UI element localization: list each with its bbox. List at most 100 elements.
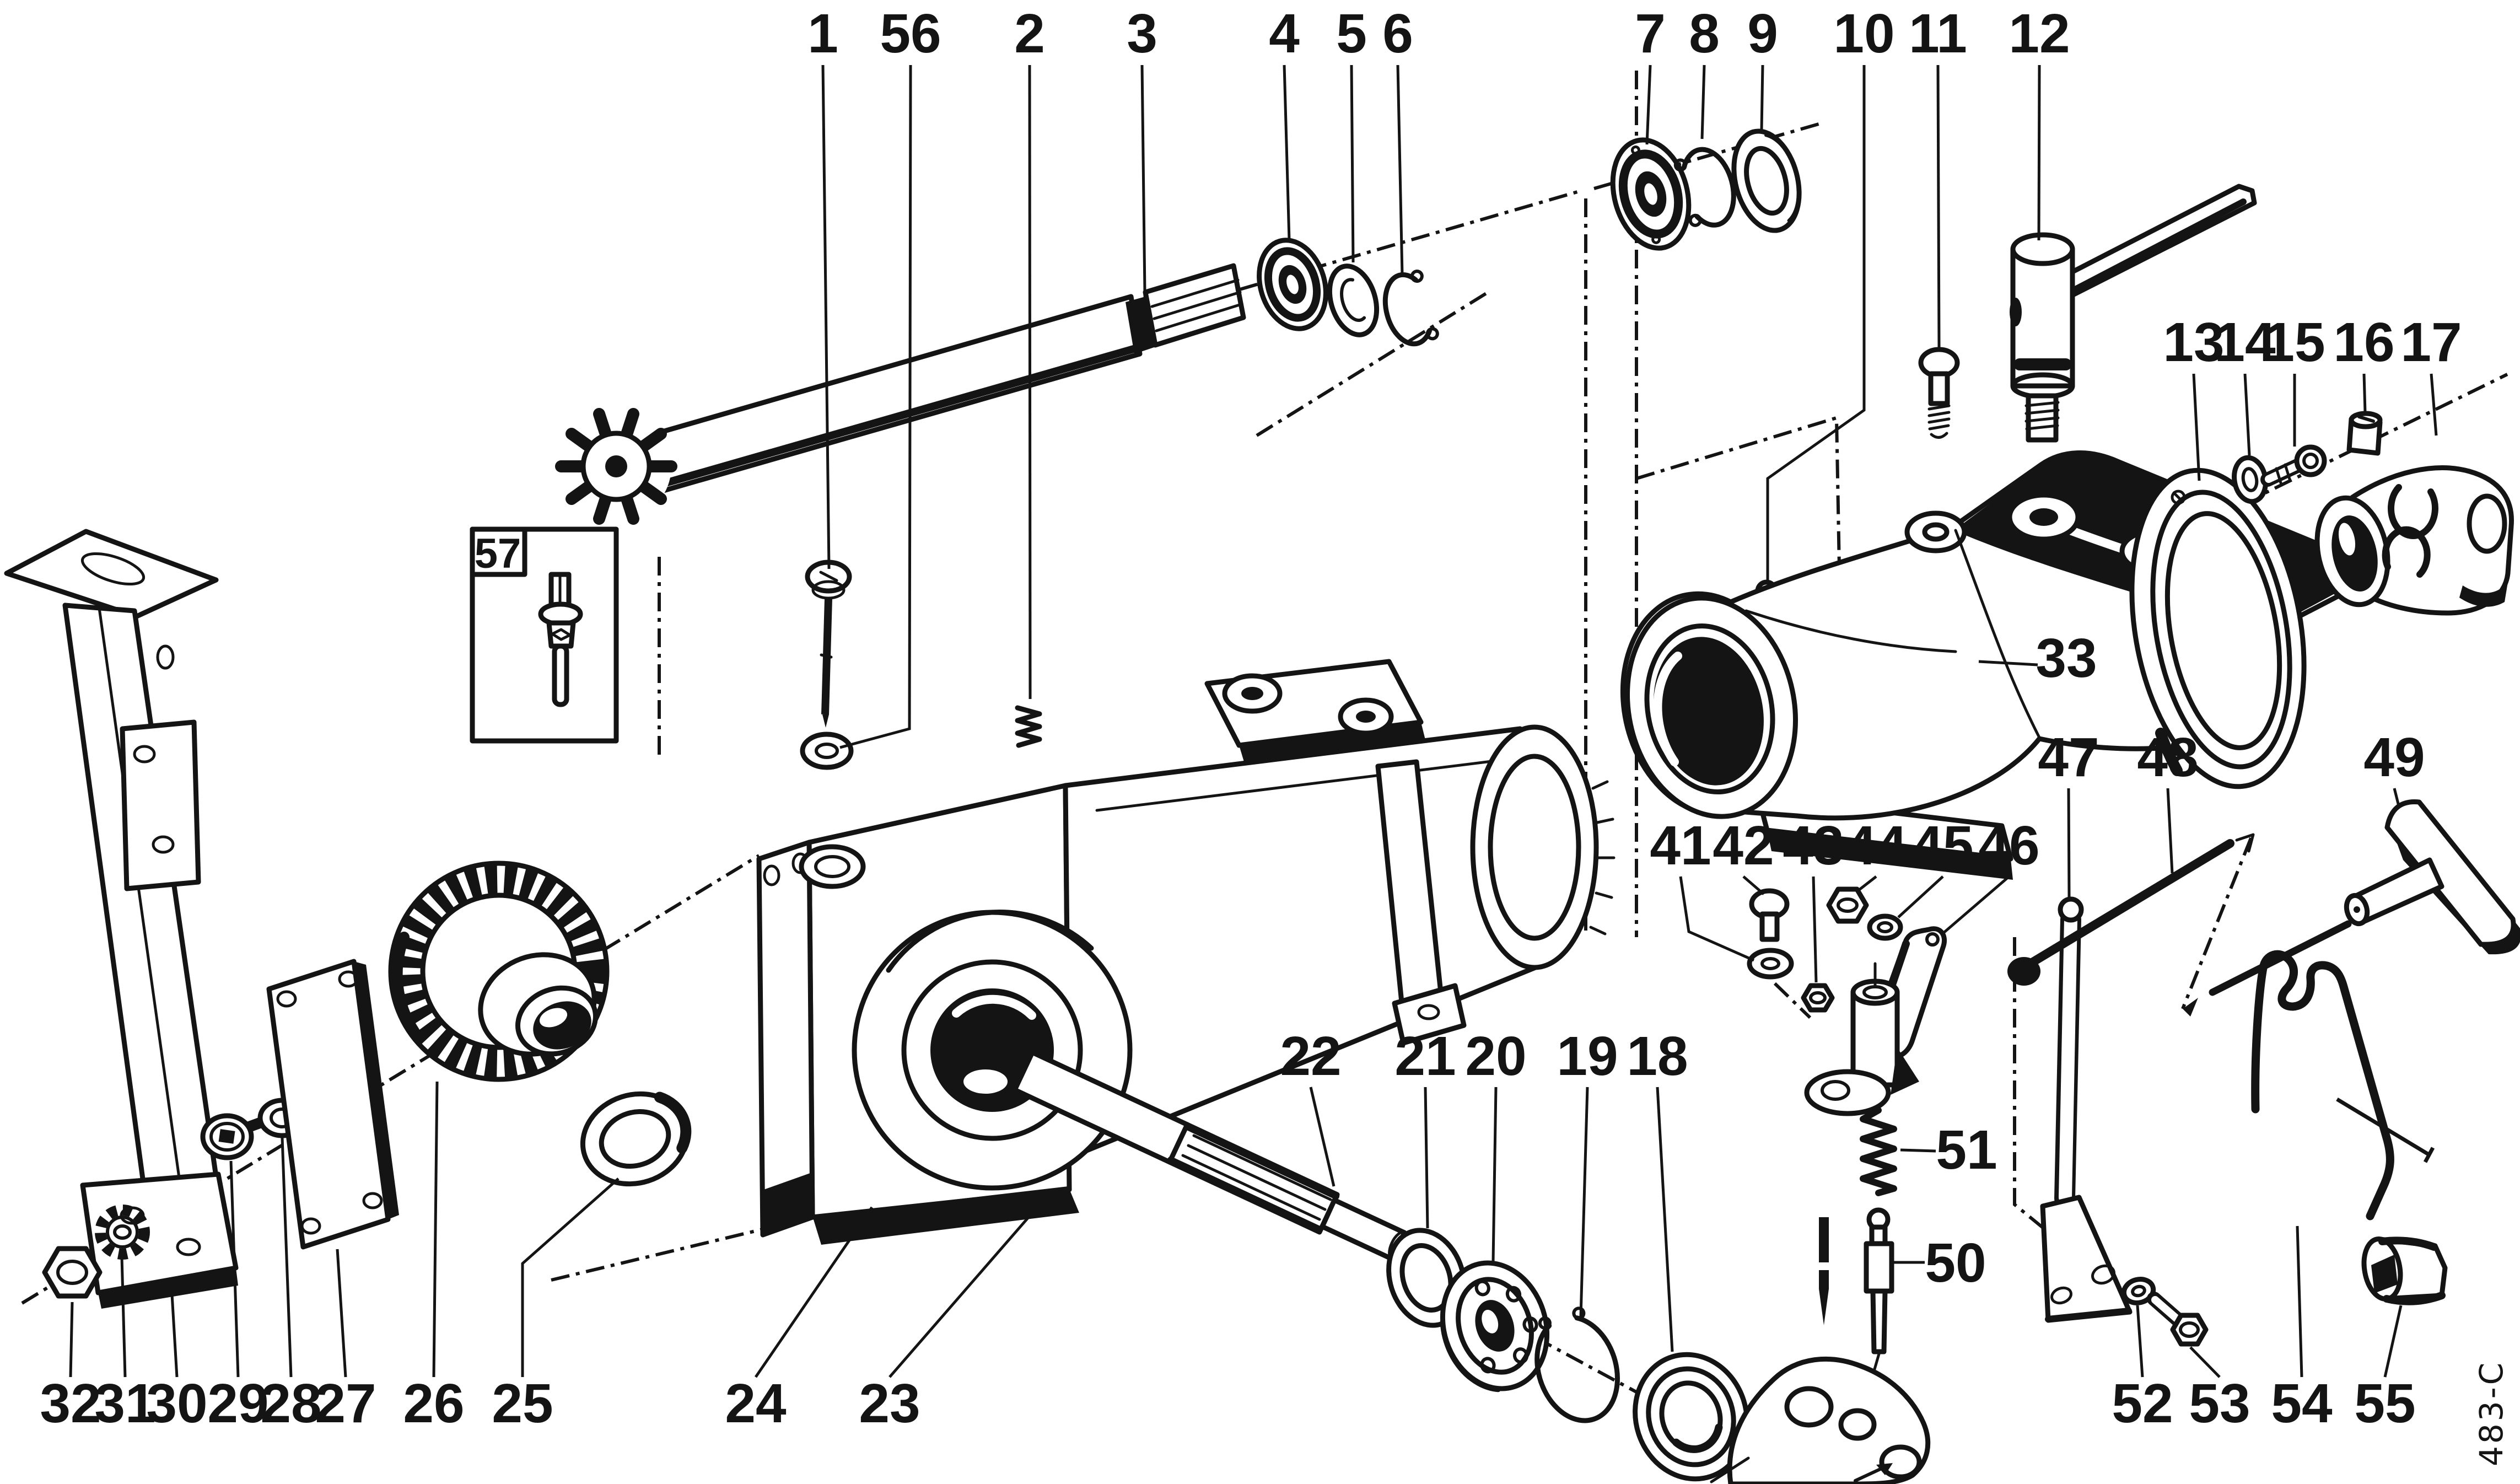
part-label-10: 10 — [1766, 3, 1895, 580]
plug-16 — [2346, 411, 2383, 456]
leader-line — [1350, 64, 1355, 263]
bevel-pinion — [555, 408, 677, 525]
leader-line — [170, 1294, 179, 1378]
retainer-ring-9 — [1731, 128, 1802, 233]
part-number: 9 — [1747, 3, 1778, 64]
plunger-50 — [1859, 1207, 1894, 1418]
universal-joint-17 — [2314, 465, 2514, 616]
part-number: 55 — [2354, 1373, 2415, 1434]
part-number: 43 — [1783, 815, 1844, 877]
part-label-2: 2 — [1014, 3, 1045, 700]
part-number: 4 — [1269, 3, 1300, 64]
part-label-43: 43 — [1783, 815, 1844, 983]
part-number: 26 — [403, 1373, 464, 1434]
part-label-48: 48 — [2137, 727, 2199, 874]
bellcrank-boss — [1804, 962, 1919, 1116]
leader-line — [889, 1198, 1045, 1378]
bearing-20 — [1440, 1260, 1550, 1392]
part-label-24: 24 — [725, 1206, 874, 1434]
part-label-11: 11 — [1909, 3, 1967, 348]
part-number: 14 — [2214, 311, 2276, 373]
part-label-16: 16 — [2333, 311, 2395, 413]
part-number: 6 — [1382, 3, 1413, 64]
part-number: 10 — [1833, 3, 1894, 64]
part-number: 12 — [2009, 3, 2070, 64]
snap-ring-8 — [1673, 147, 1736, 228]
leader-line — [2383, 1305, 2403, 1378]
leader-line — [1579, 1087, 1589, 1317]
part-label-25: 25 — [492, 1177, 620, 1434]
clamp-55 — [2361, 1236, 2448, 1305]
part-number: 30 — [146, 1373, 207, 1434]
gearbox-housing-23 — [756, 659, 1616, 1245]
part-number: 2 — [1014, 3, 1045, 64]
part-label-41: 41 — [1650, 815, 1755, 962]
part-number: 44 — [1845, 815, 1907, 877]
part-label-50: 50 — [1894, 1232, 1986, 1294]
leader-line — [69, 1302, 74, 1378]
part-number: 13 — [2163, 311, 2224, 373]
part-label-19: 19 — [1557, 1025, 1618, 1317]
part-label-18: 18 — [1627, 1025, 1688, 1352]
part-label-28: 28 — [260, 1137, 322, 1434]
part-label-4: 4 — [1269, 3, 1300, 241]
leader-line — [1941, 875, 2010, 935]
spring-2 — [1015, 705, 1042, 748]
leader-line — [1766, 65, 1866, 580]
snap-ring-19 — [1534, 1306, 1620, 1423]
part-label-6: 6 — [1382, 3, 1413, 275]
part-label-1: 1 — [807, 3, 838, 569]
part-number: 53 — [2189, 1373, 2250, 1434]
part-number: 49 — [2363, 727, 2425, 788]
leader-line — [2166, 788, 2174, 874]
washer-45 — [1867, 913, 1903, 941]
part-label-3: 3 — [1127, 3, 1157, 338]
part-number: 22 — [1280, 1025, 1341, 1087]
leader-line — [1978, 660, 2038, 666]
part-number: 15 — [2264, 311, 2325, 373]
star-washer-31 — [95, 1205, 150, 1260]
leader-line — [120, 1256, 127, 1378]
drop-arm — [1710, 1356, 1931, 1484]
part-number: 50 — [1925, 1232, 1986, 1294]
bolt-42 — [1749, 888, 1790, 942]
part-label-17: 17 — [2400, 311, 2462, 436]
leader-line — [2136, 1305, 2144, 1378]
part-label-53: 53 — [2189, 1346, 2250, 1434]
part-label-9: 9 — [1747, 3, 1778, 131]
leader-line — [1424, 1087, 1429, 1229]
bearing-4 — [1257, 238, 1328, 331]
part-label-21: 21 — [1394, 1025, 1456, 1229]
leader-line — [1812, 876, 1818, 983]
part-label-49: 49 — [2363, 727, 2425, 806]
part-number: 3 — [1127, 3, 1157, 64]
leader-line — [1855, 875, 1877, 893]
washer-56 — [800, 732, 854, 770]
part-number: 45 — [1912, 815, 1973, 877]
leader-line — [1140, 64, 1147, 338]
leader-line — [2430, 373, 2438, 436]
leader-line — [1491, 1087, 1498, 1262]
snap-ring-6 — [1382, 270, 1439, 347]
part-label-8: 8 — [1689, 3, 1720, 139]
part-label-15: 15 — [2264, 311, 2325, 447]
nut-44 — [1826, 886, 1869, 924]
part-label-20: 20 — [1465, 1025, 1527, 1262]
part-label-29: 29 — [207, 1160, 269, 1434]
part-label-30: 30 — [146, 1294, 208, 1434]
part-label-32: 32 — [40, 1302, 101, 1434]
part-number: 16 — [2333, 311, 2394, 373]
leader-line — [1679, 876, 1755, 962]
part-number: 5 — [1336, 3, 1367, 64]
inset-label: 57 — [475, 530, 521, 577]
leader-line — [1283, 64, 1291, 241]
part-number: 48 — [2137, 727, 2198, 788]
leader-line — [1900, 1148, 1936, 1153]
leader-line — [1742, 875, 1765, 895]
part-number: 52 — [2112, 1373, 2173, 1434]
adjusting-screw-1 — [805, 560, 852, 728]
leader-line — [1309, 1087, 1336, 1187]
part-number: 17 — [2400, 311, 2462, 373]
